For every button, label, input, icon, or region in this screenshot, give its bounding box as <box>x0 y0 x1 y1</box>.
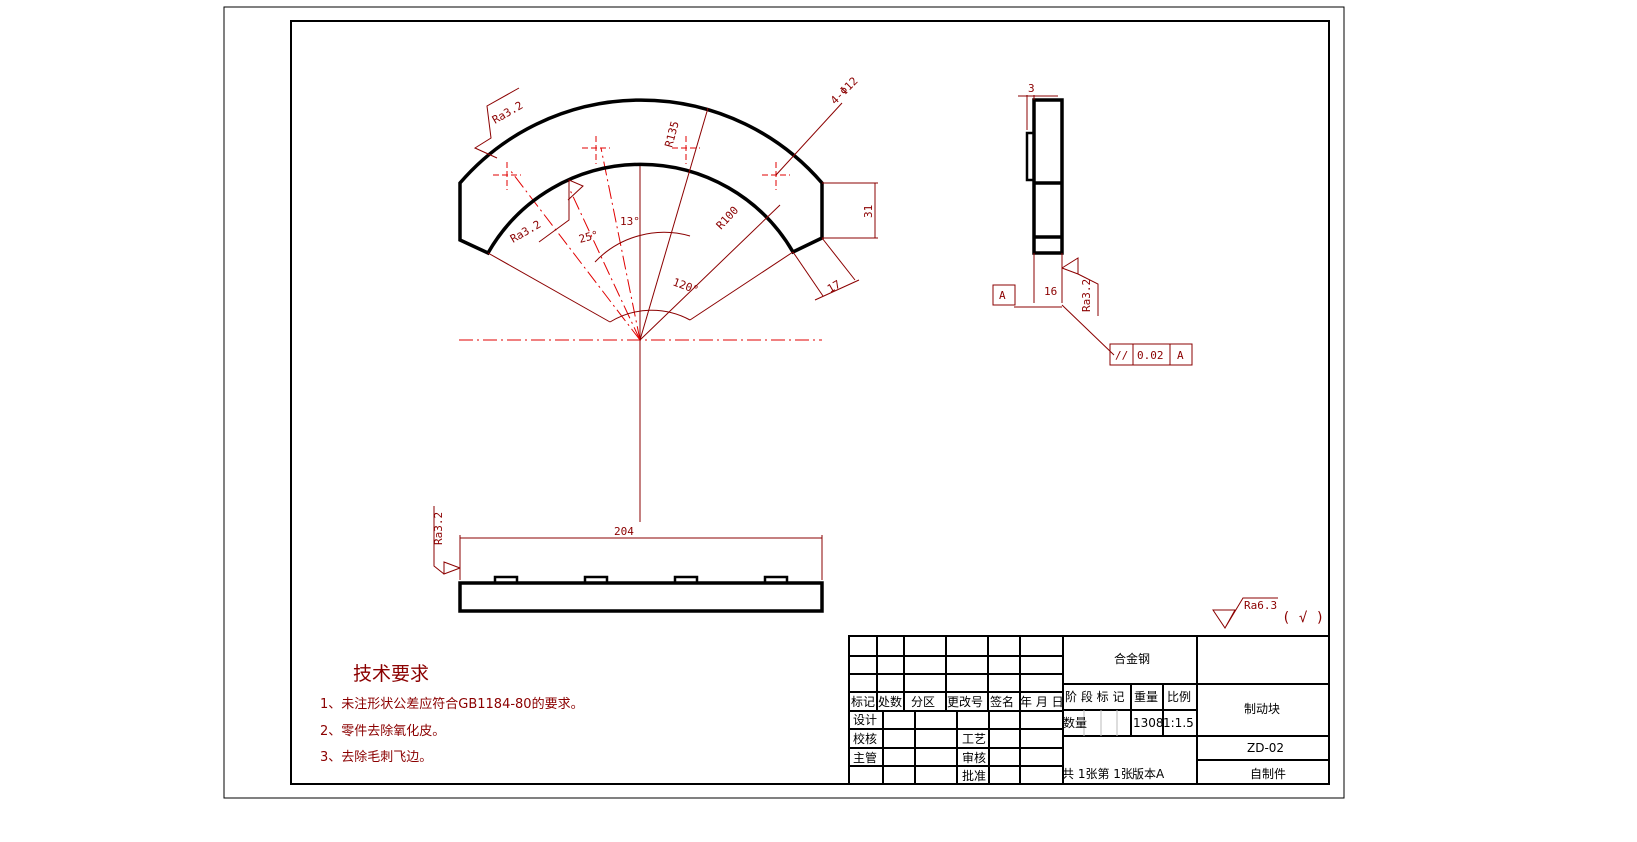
scale-label: 比例 <box>1167 690 1191 704</box>
dim-angle-13: 13° <box>620 215 640 228</box>
dim-thickness: 16 <box>1044 285 1057 298</box>
header-change-no: 更改号 <box>947 695 983 709</box>
title-block: 标记 处数 分区 更改号 签名 年 月 日 设计 校核 主管 工艺 审核 批准 … <box>848 635 1330 785</box>
header-count: 处数 <box>878 694 902 709</box>
roughness-inner: Ra3.2 <box>508 218 543 246</box>
roughness-outer: Ra3.2 <box>490 99 525 127</box>
dim-holes: 4-Φ12 <box>828 75 861 108</box>
outer-border <box>223 6 1345 799</box>
weight-value: 1308 <box>1133 716 1164 730</box>
header-zone: 分区 <box>911 695 935 709</box>
roughness-side: Ra3.2 <box>1080 279 1093 312</box>
tolerance-value: 0.02 <box>1137 349 1164 362</box>
role-review: 审核 <box>962 750 986 765</box>
role-check: 校核 <box>853 731 877 746</box>
tech-req-item: 3、去除毛刺飞边。 <box>320 750 432 765</box>
side-view: 3 16 A Ra3.2 // 0.02 A <box>992 82 1193 366</box>
bottom-view: 204 Ra3.2 <box>432 506 824 613</box>
role-process: 工艺 <box>962 732 986 746</box>
material: 合金钢 <box>1114 651 1150 666</box>
part-origin: 自制件 <box>1250 767 1286 781</box>
roughness-general: Ra6.3 <box>1244 599 1277 612</box>
dim-end-height: 31 <box>862 205 875 218</box>
dim-length: 204 <box>614 525 634 538</box>
part-name: 制动块 <box>1244 702 1280 716</box>
scale-value: 1:1.5 <box>1163 716 1194 730</box>
weight-label: 重量 <box>1134 690 1158 704</box>
part-outline <box>458 98 824 256</box>
side-outline <box>1032 98 1064 255</box>
front-view: R135 R100 120° 25° 13° 4-Φ12 31 17 Ra3.2… <box>458 75 878 522</box>
datum-label: A <box>999 289 1006 302</box>
version: 版本A <box>1132 767 1165 781</box>
header-mark: 标记 <box>851 695 875 709</box>
tolerance-frame <box>1109 343 1193 366</box>
role-design: 设计 <box>853 713 877 727</box>
datum-box <box>992 284 1016 306</box>
tech-requirements: 技术要求 1、未注形状公差应符合GB1184-80的要求。 2、零件去除氧化皮。… <box>320 663 584 765</box>
header-date: 年 月 日 <box>1020 695 1064 709</box>
dim-chamfer: 17 <box>825 278 843 296</box>
part-number: ZD-02 <box>1247 741 1284 755</box>
general-roughness-symbol <box>1212 597 1278 629</box>
tolerance-datum: A <box>1177 349 1184 362</box>
bottom-outline <box>458 581 824 613</box>
tech-req-item: 1、未注形状公差应符合GB1184-80的要求。 <box>320 696 584 712</box>
roughness-bottom: Ra3.2 <box>432 512 445 545</box>
tech-req-item: 2、零件去除氧化皮。 <box>320 724 445 739</box>
dim-angle-25: 25° <box>577 228 600 246</box>
stage-label: 阶 段 标 记 <box>1065 689 1124 704</box>
dim-angle-120: 120° <box>671 276 700 297</box>
tolerance-symbol: // <box>1115 349 1128 362</box>
dim-boss: 3 <box>1028 82 1035 95</box>
sheet-count: 共 1张第 1张 <box>1062 767 1133 781</box>
header-signature: 签名 <box>990 694 1014 709</box>
dim-outer-radius: R135 <box>662 120 681 149</box>
role-approve: 批准 <box>962 768 986 783</box>
inner-border <box>290 20 1330 785</box>
dim-inner-radius: R100 <box>714 204 742 232</box>
role-supervisor: 主管 <box>853 750 877 765</box>
roughness-general-suffix: ( √ ) <box>1282 610 1324 626</box>
quantity-label: 数量 <box>1063 715 1087 730</box>
hole-centers <box>493 136 790 190</box>
tech-req-title: 技术要求 <box>353 663 429 685</box>
